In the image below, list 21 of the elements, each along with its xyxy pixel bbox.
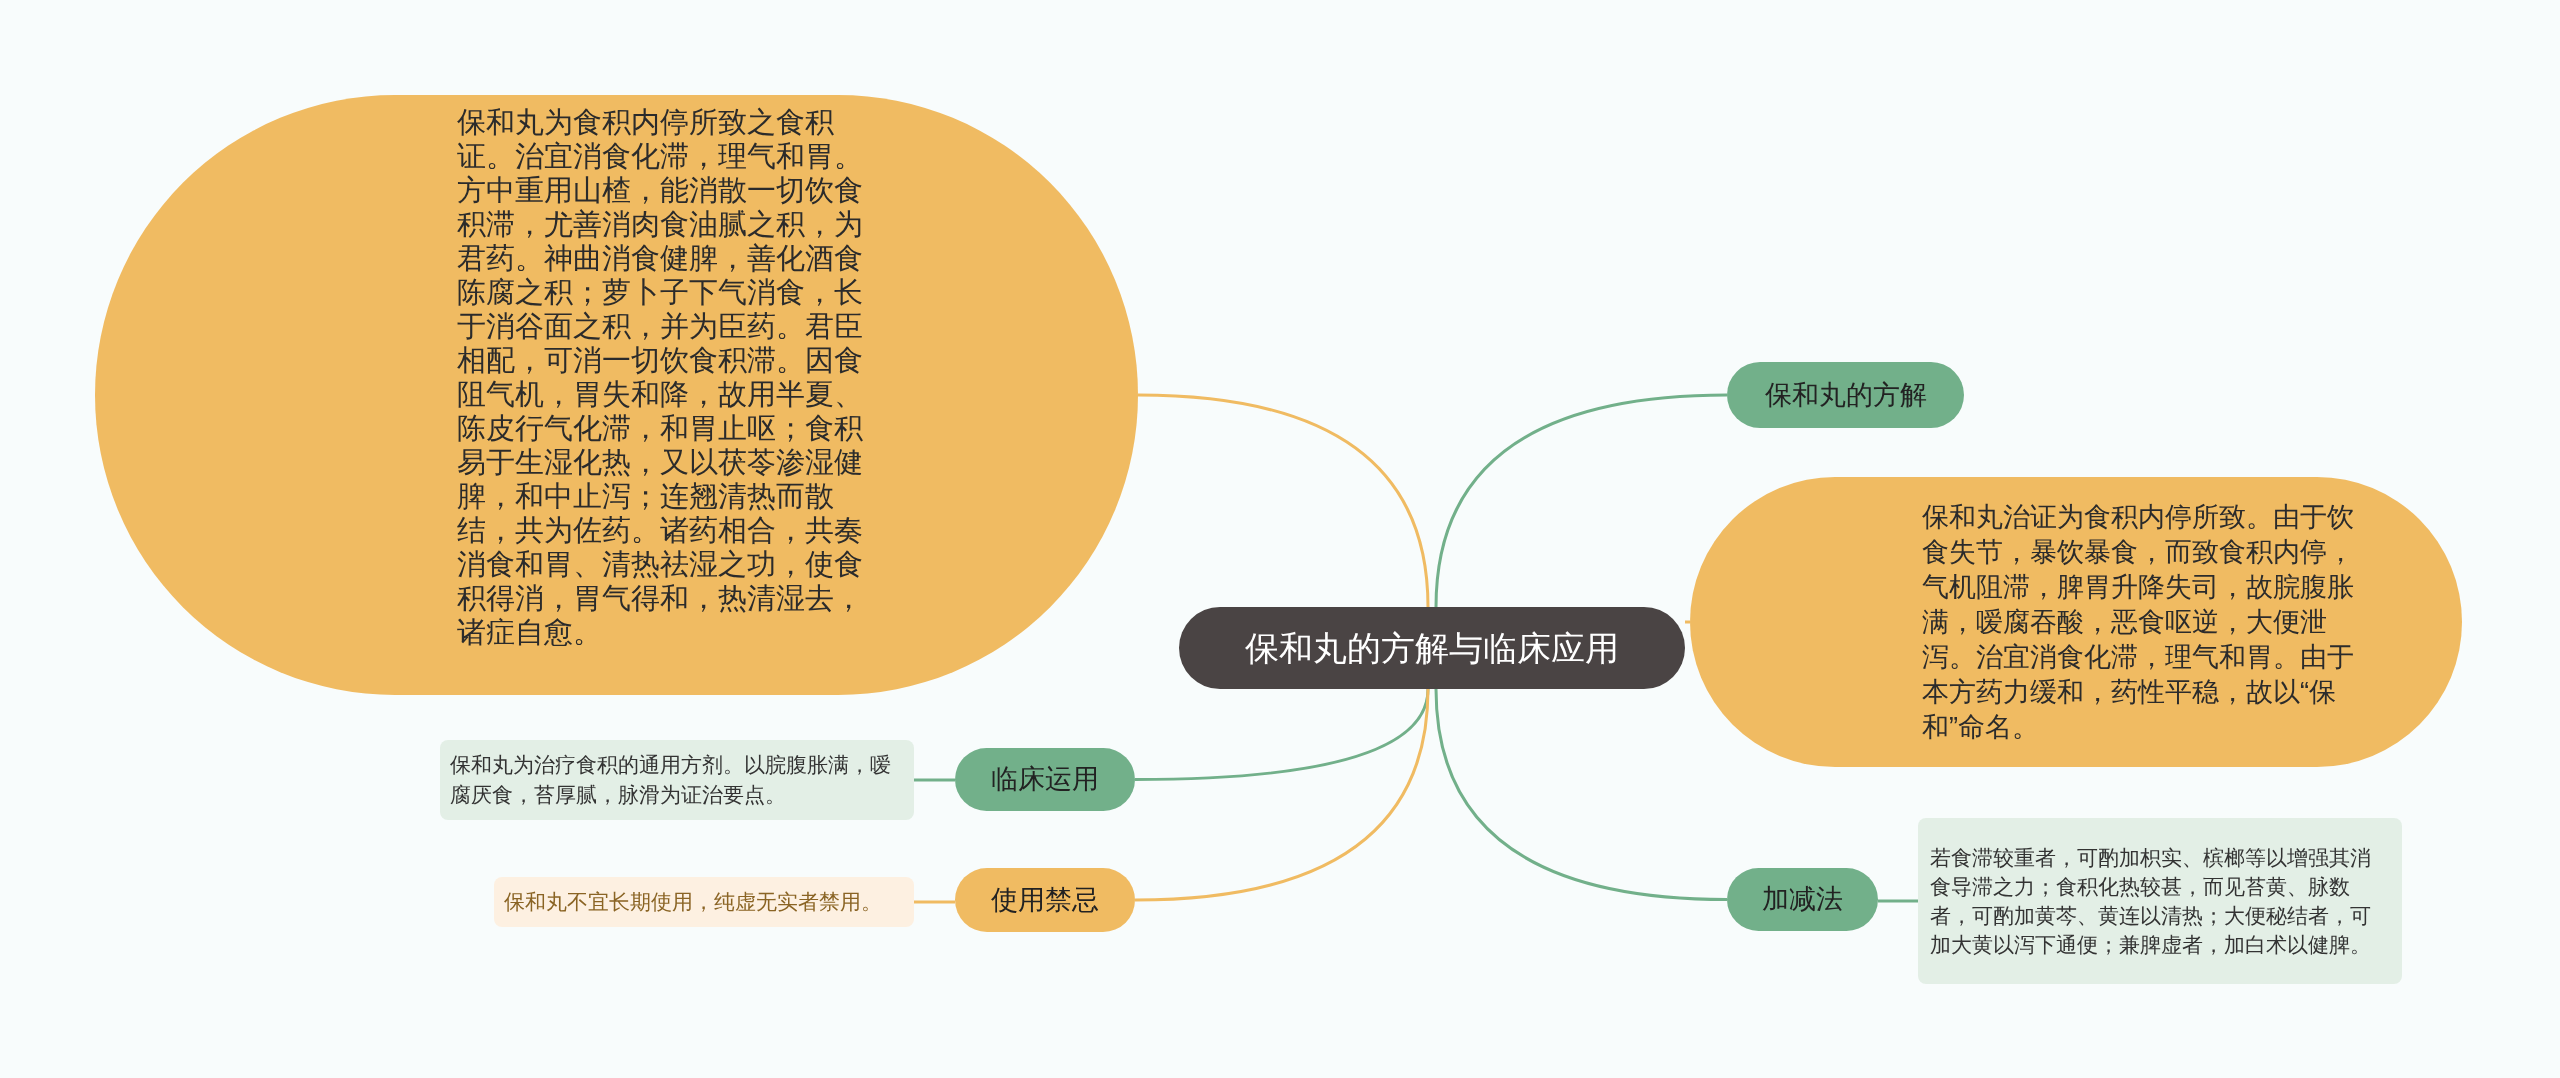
connector-line [1137,393,1430,608]
connector-line [1134,688,1430,902]
note-text: 若食滞较重者，可酌加枳实、槟榔等以增强其消食导滞之力；食积化热较甚，而见苔黄、脉数者，可酌加黄芩、黄连以清热；大便秘结者，可加大黄以泻下通便；兼脾虚者，加白术以健脾。 [1930,845,2372,958]
connector-line [1434,393,1728,608]
detail-text: 保和丸治证为食积内停所致。由于饮食失节，暴饮暴食，而致食积内停，气机阻滞，脾胃升降失司，故脘腹胀满，嗳腐吞酸，恶食呕逆，大便泄泻。治宜消食化滞，理气和胃。由于本方药力缓和，药性平稳，故以“保和”命名。 [1922,500,2355,744]
connector-line [1434,688,1728,901]
note-card [494,877,914,927]
note-card [1918,818,2402,984]
topic-text: 使用禁忌 [991,883,1099,917]
topic-text: 保和丸的方解 [1764,378,1927,412]
topic-text: 加减法 [1762,883,1843,917]
connector-line [914,900,955,904]
note-card [440,740,914,820]
note-text: 保和丸不宜长期使用，纯虚无实者禁用。 [504,889,882,916]
note-text: 保和丸为治疗食积的通用方剂。以脘腹胀满，嗳腐厌食，苔厚腻，脉滑为证治要点。 [450,752,892,808]
topic-text: 临床运用 [991,763,1099,797]
connector-line [1878,899,1918,903]
topic-text: 保和丸的方解与临床应用 [1245,627,1619,669]
connector-line [1685,620,1690,624]
detail-text: 保和丸为食积内停所致之食积证。治宜消食化滞，理气和胃。方中重用山楂，能消散一切饮食积滞，尤善消肉食油腻之积，为君药。神曲消食健脾，善化酒食陈腐之积；萝卜子下气消食，长于消谷面之积，并为臣药。君臣相配，可消一切饮食积滞。因食阻气机，胃失和降，故用半夏、陈皮行气化滞，和胃止呕；食积易于生湿化热，又以茯苓渗湿健脾，和中止泻；连翘清热而散结，共为佐药。诸药相合，共奏消食和胃、清热祛湿之功，使食积得消，胃气得和，热清湿去，诸症自愈。 [456,105,864,650]
connector-line [914,778,955,782]
